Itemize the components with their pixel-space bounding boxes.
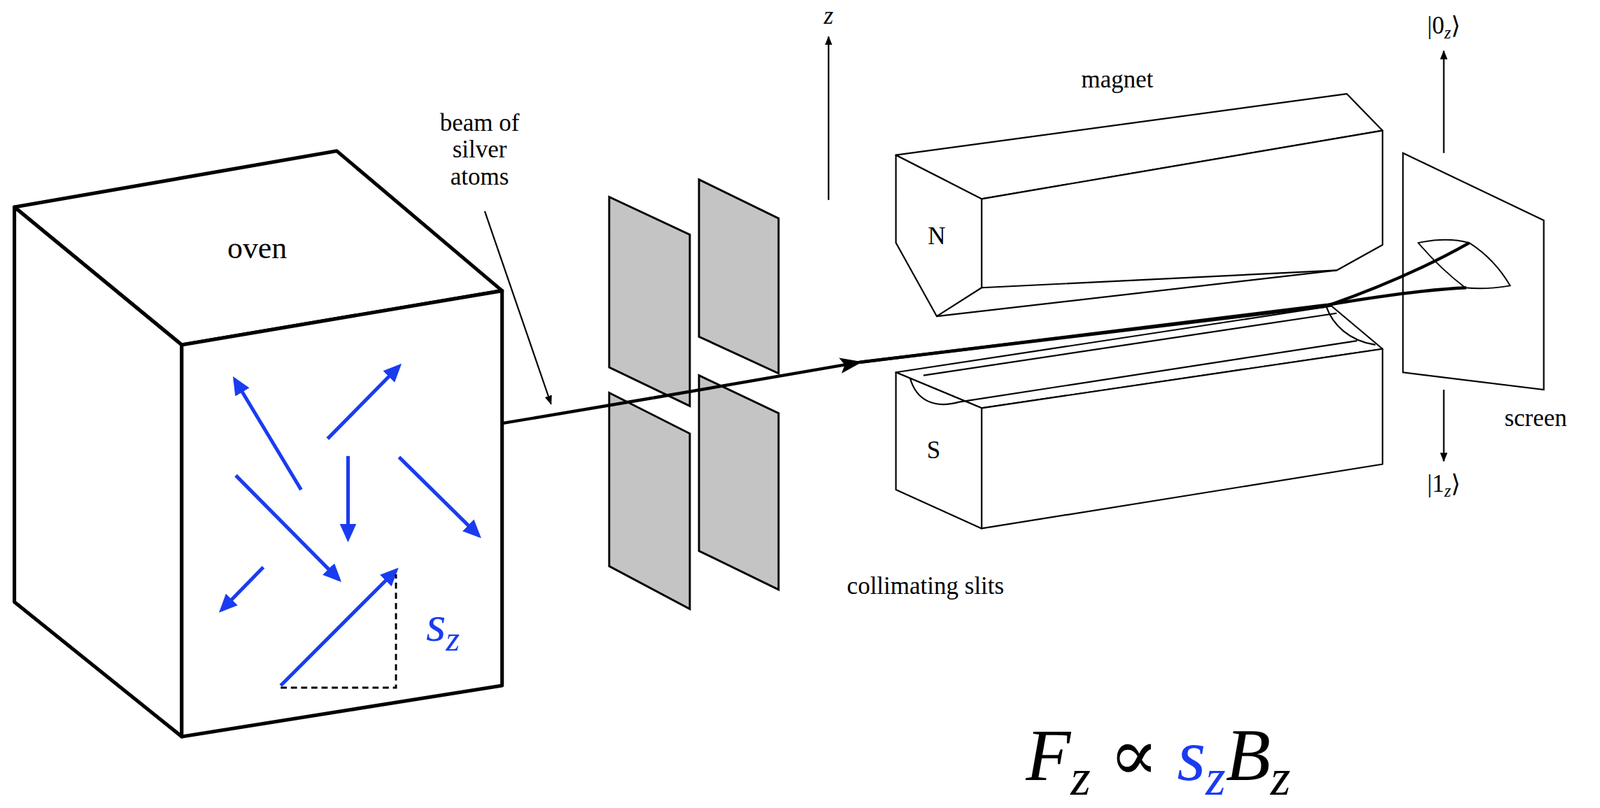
- force-formula: Fz ∝ szBz: [1025, 714, 1291, 806]
- leader-line: [484, 211, 552, 405]
- part-label: oven: [227, 230, 287, 265]
- magnet-north-pole: [896, 93, 1384, 317]
- projection-dashes: [280, 574, 396, 688]
- oven-box: [14, 151, 503, 737]
- axis-label: z: [824, 2, 834, 31]
- pole-label: S: [926, 437, 941, 465]
- part-label: screen: [1504, 405, 1567, 433]
- spin-component-label: sz: [426, 596, 460, 659]
- state-arrow: [1443, 389, 1445, 462]
- screen: [1402, 153, 1544, 390]
- state-arrow: [1443, 51, 1445, 154]
- part-label: collimating slits: [847, 572, 1005, 601]
- pole-label: N: [927, 223, 946, 251]
- beam: [502, 398, 654, 424]
- state-label: |0z⟩: [1427, 12, 1461, 43]
- spin-arrows: [221, 366, 480, 686]
- beam: [653, 362, 861, 399]
- z-axis-arrow: [827, 37, 830, 201]
- state-label: |1z⟩: [1427, 470, 1461, 501]
- part-label: magnet: [1081, 66, 1154, 94]
- magnet-south-pole: [896, 306, 1384, 529]
- part-label: beam of silver atoms: [428, 109, 532, 191]
- deflected-beams: [860, 242, 1470, 363]
